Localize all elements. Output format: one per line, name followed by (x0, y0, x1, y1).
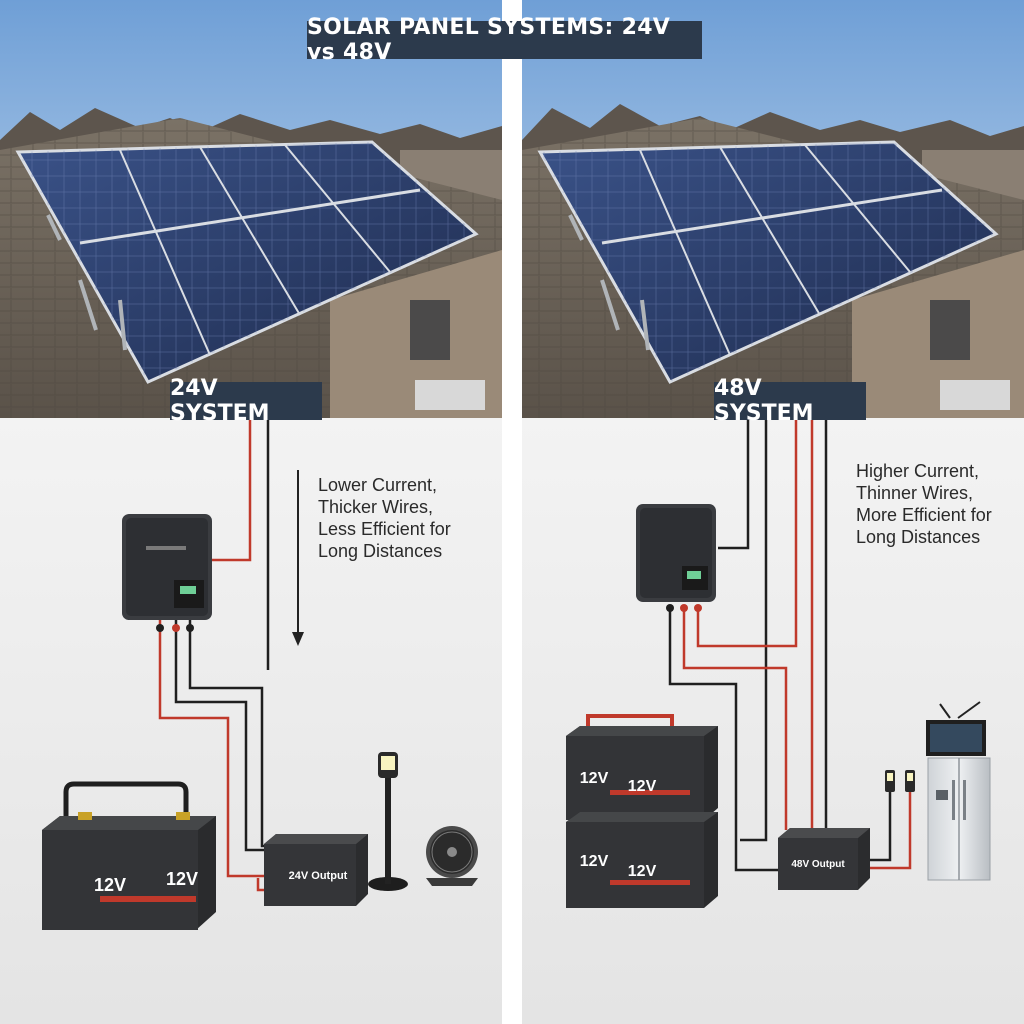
refrigerator-icon (927, 757, 991, 881)
left-inverter-label: 24V Output (289, 870, 348, 882)
downward-arrow-icon (292, 470, 304, 646)
right-battery-top (566, 714, 718, 820)
right-rooftop-photo (522, 0, 1024, 418)
left-battery (42, 781, 216, 930)
right-note-line: More Efficient for (856, 505, 992, 525)
page-title: SOLAR PANEL SYSTEMS: 24V vs 48V (307, 15, 702, 65)
right-note-line: Long Distances (856, 527, 981, 547)
right-battery-top-label-1: 12V (580, 770, 609, 787)
fan-icon (426, 826, 478, 886)
left-note-line: Lower Current, (318, 475, 438, 495)
right-system-label: 48V SYSTEM (714, 376, 866, 426)
left-battery-label-2: 12V (166, 869, 198, 889)
left-battery-label-1: 12V (94, 875, 126, 895)
right-charge-controller (636, 504, 716, 612)
light-bulbs-icon (885, 770, 915, 792)
left-note: Lower Current, Thicker Wires, Less Effic… (318, 474, 451, 562)
left-note-line: Less Efficient for (318, 519, 451, 539)
right-battery-bottom-label-2: 12V (628, 863, 657, 880)
lamp-icon (368, 752, 408, 891)
left-charge-controller (122, 514, 212, 632)
right-battery-bottom (566, 812, 718, 908)
right-inverter (778, 828, 870, 890)
right-note-line: Thinner Wires, (856, 483, 974, 503)
left-note-line: Long Distances (318, 541, 443, 561)
left-system-label: 24V SYSTEM (170, 376, 322, 426)
right-battery-top-label-2: 12V (628, 778, 657, 795)
panel-divider (502, 0, 522, 1024)
right-inverter-label: 48V Output (791, 859, 845, 870)
right-note-line: Higher Current, (856, 461, 980, 481)
right-note: Higher Current, Thinner Wires, More Effi… (856, 460, 992, 548)
left-note-line: Thicker Wires, (318, 497, 434, 517)
tv-icon (926, 701, 986, 756)
left-inverter (264, 834, 368, 906)
right-wiring (668, 420, 912, 872)
left-rooftop-photo (0, 0, 502, 418)
right-battery-bottom-label-1: 12V (580, 853, 609, 870)
